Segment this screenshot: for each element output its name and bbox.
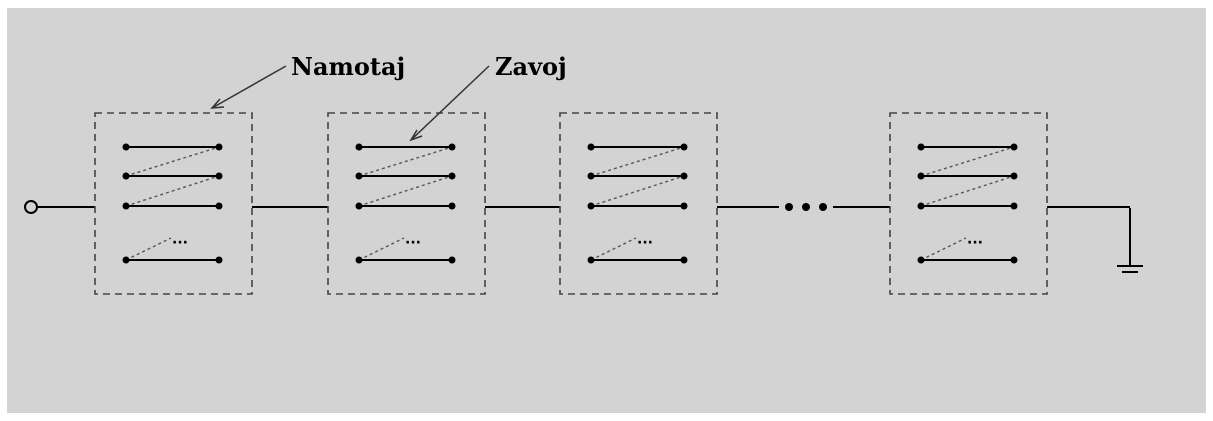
ground-icon [1117,208,1143,273]
turn-connection [920,146,1015,177]
winding-box [327,112,486,295]
turn-ellipsis: ··· [637,235,653,251]
turn-end-dot [1010,202,1018,210]
turn-end-dot [215,172,223,180]
turn-end-dot [1010,256,1018,264]
turn-end-dot [355,202,363,210]
winding-diagram: ··· ··· ··· ··· Namotaj Zavoj [24,52,1143,295]
turn-end-dot [917,202,925,210]
turn-end-dot [215,256,223,264]
winding-arrow [211,65,287,109]
turn-end-dot [587,143,595,151]
turn-end-dot [1010,172,1018,180]
diagram-canvas: ··· ··· ··· ··· Namotaj Zavoj [7,8,1206,413]
turn-end-dot [680,202,688,210]
turn-end-dot [122,202,130,210]
turn-end-dot [917,172,925,180]
turn-end-dot [448,202,456,210]
turn-end-dot [587,256,595,264]
coils: ··· ··· ··· ··· [94,112,1048,295]
turn-connection [590,146,685,177]
turn-connection [358,146,453,177]
winding-label: Namotaj [291,52,405,81]
turn-end-dot [448,143,456,151]
turn-ellipsis: ··· [967,235,983,251]
input-terminal [24,200,38,214]
winding-box [94,112,253,295]
turn-connection [590,175,685,207]
turn-end-dot [355,256,363,264]
turn-end-dot [355,143,363,151]
turn-connection [358,237,405,261]
turn-ellipsis: ··· [172,235,188,251]
turn-connection [358,175,453,207]
turn-connection [125,237,172,261]
label-arrows [210,65,490,142]
turn-connection [920,175,1015,207]
turn-end-dot [448,256,456,264]
turn-end-dot [355,172,363,180]
turn-ellipsis: ··· [405,235,421,251]
coil-1: ··· [94,112,253,295]
turn-end-dot [1010,143,1018,151]
winding-box [889,112,1048,295]
coil-2: ··· [327,112,486,295]
turn-connection [920,237,967,261]
turn-label: Zavoj [495,52,567,81]
turn-end-dot [917,143,925,151]
series-ellipsis [785,203,827,211]
turn-end-dot [122,256,130,264]
turn-end-dot [587,202,595,210]
turn-end-dot [122,143,130,151]
turn-end-dot [917,256,925,264]
turn-end-dot [680,143,688,151]
turn-connection [125,146,220,177]
turn-end-dot [122,172,130,180]
winding-box [559,112,718,295]
turn-connection [590,237,637,261]
coil-4: ··· [889,112,1048,295]
turn-end-dot [680,256,688,264]
turn-end-dot [215,202,223,210]
turn-end-dot [215,143,223,151]
turn-arrow [410,65,490,141]
turn-connection [125,175,220,207]
turn-end-dot [587,172,595,180]
coil-3: ··· [559,112,718,295]
turn-end-dot [680,172,688,180]
turn-end-dot [448,172,456,180]
